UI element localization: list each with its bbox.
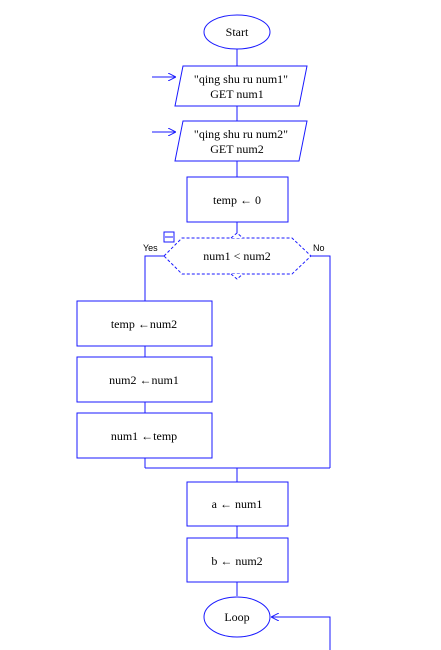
swap-num2-label: num2 ←num1 bbox=[109, 373, 179, 387]
start-label: Start bbox=[226, 25, 249, 39]
input-node-num2[interactable]: "qing shu ru num2" GET num2 bbox=[174, 120, 308, 162]
assign-b-node[interactable]: b ← num2 bbox=[186, 537, 289, 583]
assign-temp-label: temp ← 0 bbox=[213, 193, 261, 207]
input1-get: GET num1 bbox=[210, 87, 263, 101]
swap-temp-node[interactable]: temp ←num2 bbox=[76, 300, 213, 347]
assign-a-node[interactable]: a ← num1 bbox=[186, 481, 289, 527]
connector-decision-no bbox=[311, 255, 331, 468]
swap-num1-node[interactable]: num1 ←temp bbox=[76, 412, 213, 459]
no-label: No bbox=[313, 243, 325, 253]
input2-prompt: "qing shu ru num2" bbox=[194, 127, 288, 141]
swap-temp-label: temp ←num2 bbox=[111, 317, 177, 331]
start-node[interactable]: Start bbox=[203, 14, 271, 50]
loop-node[interactable]: Loop bbox=[203, 596, 271, 638]
assign-b-label: b ← num2 bbox=[211, 554, 262, 568]
input2-get: GET num2 bbox=[210, 142, 263, 156]
yes-label: Yes bbox=[143, 243, 158, 253]
decision-notch-top bbox=[230, 232, 244, 239]
assign-a-label: a ← num1 bbox=[212, 497, 263, 511]
swap-num2-node[interactable]: num2 ←num1 bbox=[76, 356, 213, 403]
loop-label: Loop bbox=[224, 610, 249, 624]
collapse-toggle-icon[interactable] bbox=[163, 231, 175, 243]
input-node-num1[interactable]: "qing shu ru num1" GET num1 bbox=[174, 65, 308, 107]
connector-decision-yes bbox=[144, 255, 164, 301]
decision-node[interactable]: num1 < num2 bbox=[163, 232, 312, 280]
connector-loop-back bbox=[272, 617, 331, 650]
assign-temp-node[interactable]: temp ← 0 bbox=[186, 176, 289, 223]
input1-prompt: "qing shu ru num1" bbox=[194, 72, 288, 86]
swap-num1-label: num1 ←temp bbox=[111, 429, 177, 443]
input-arrows bbox=[152, 77, 175, 132]
decision-notch-bottom bbox=[230, 273, 244, 280]
decision-condition: num1 < num2 bbox=[203, 249, 270, 263]
connectors bbox=[144, 49, 331, 650]
